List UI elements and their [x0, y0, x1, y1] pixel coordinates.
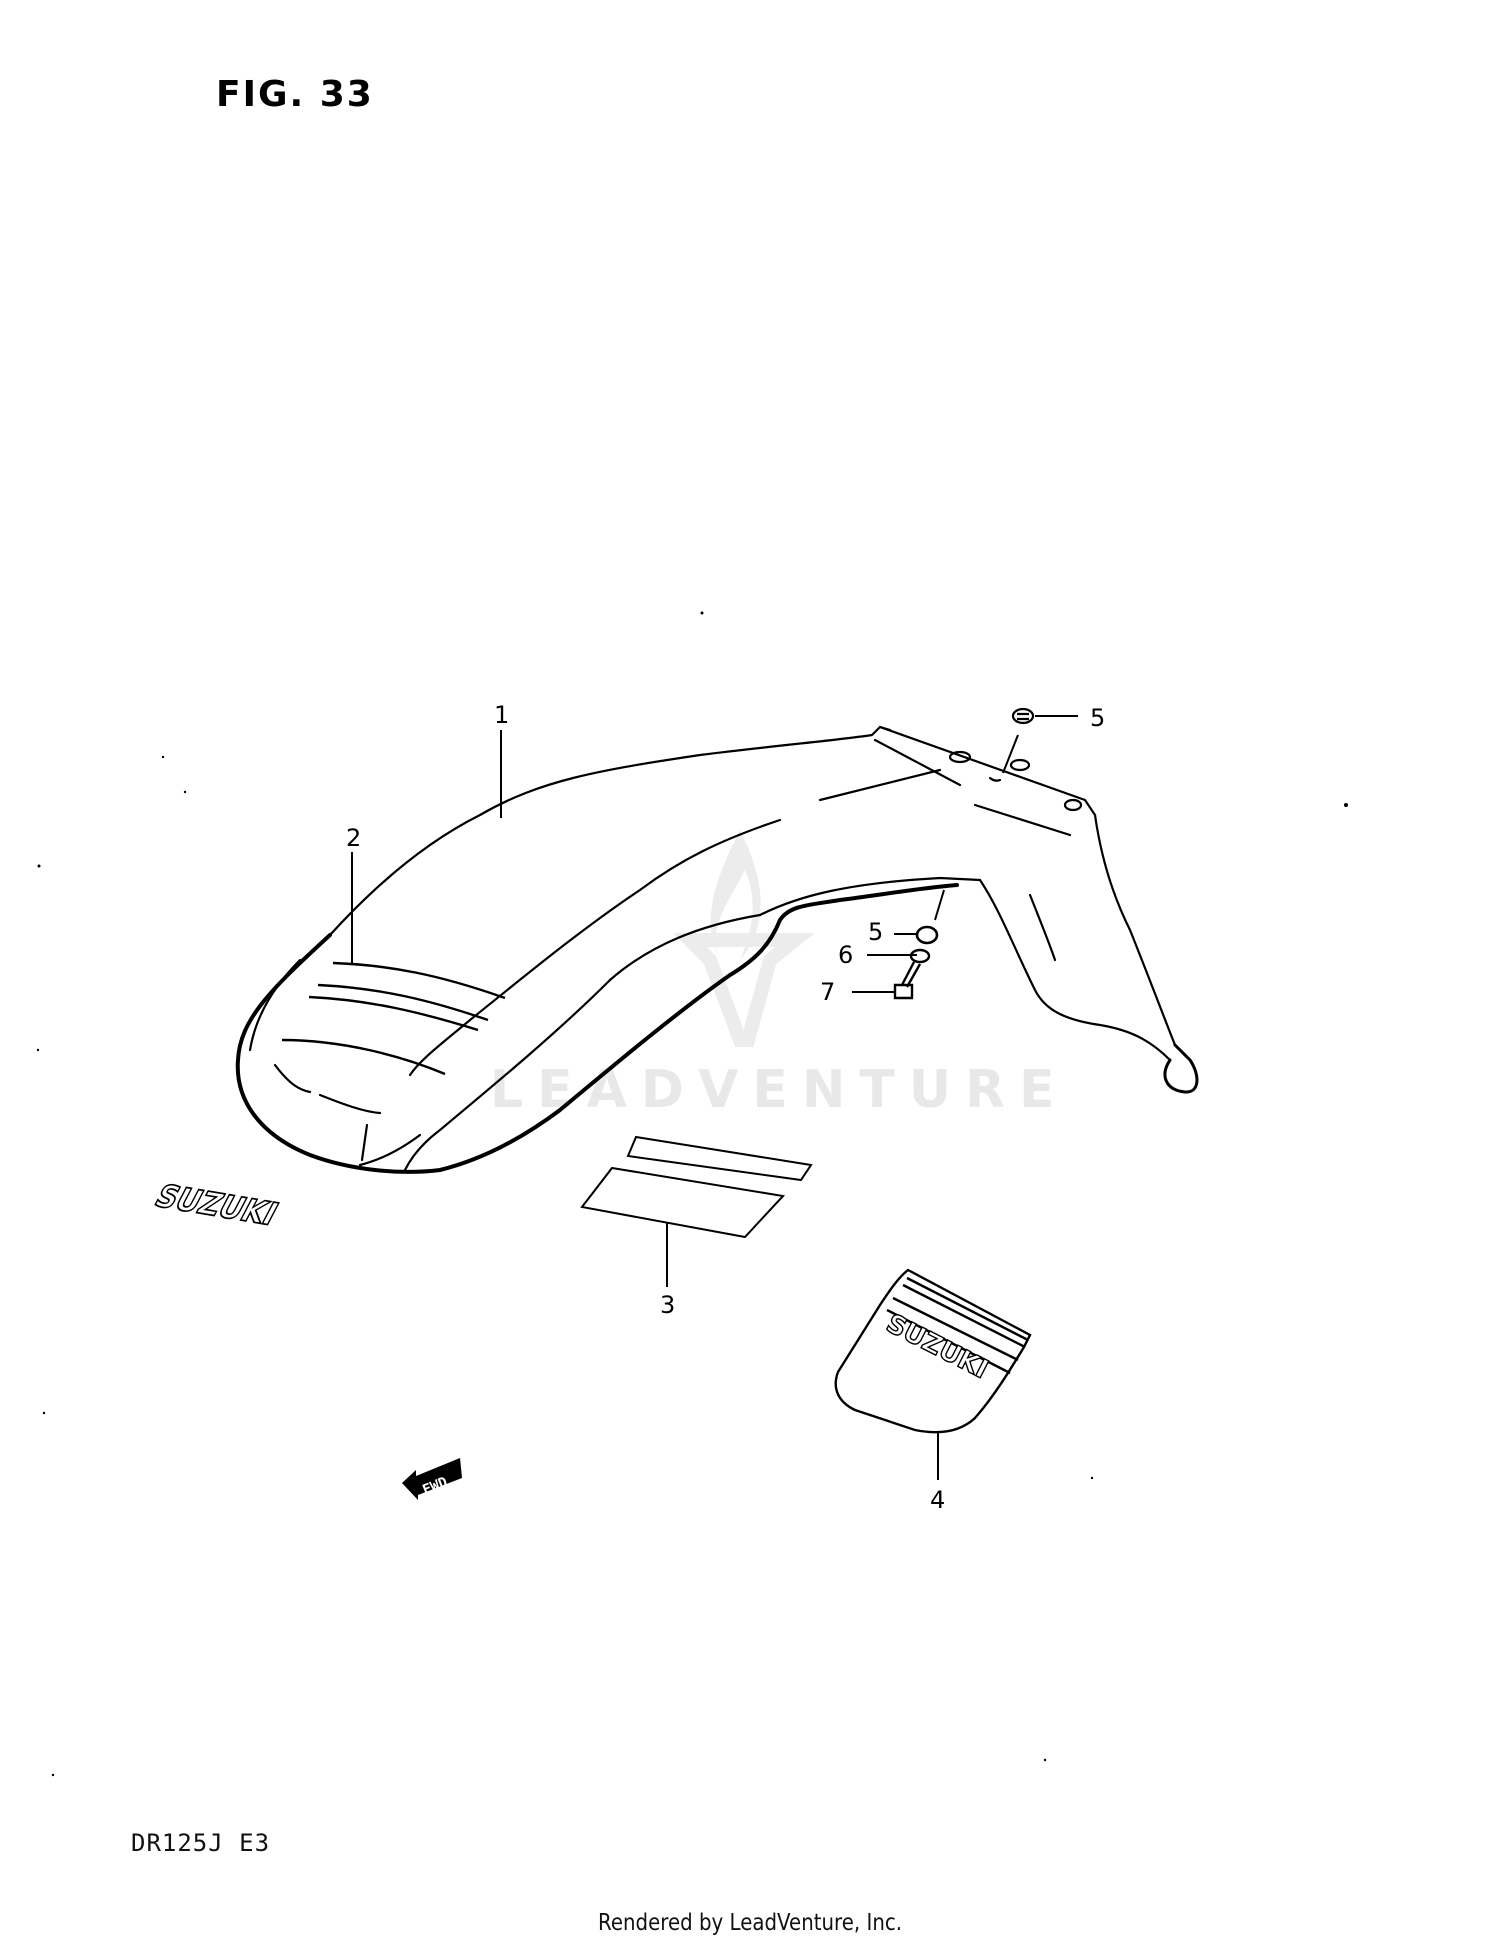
nut-icon [915, 925, 939, 945]
scan-specks [36, 611, 1348, 1777]
callout-3: 3 [660, 1291, 676, 1319]
footer-credit: Rendered by LeadVenture, Inc. [597, 1910, 903, 1936]
callout-1: 1 [494, 701, 510, 729]
callout-5-top: 5 [1090, 704, 1106, 732]
fender-stripe-tape [281, 961, 506, 1076]
washer-icon [909, 948, 931, 964]
callout-2: 2 [346, 824, 362, 852]
callout-4: 4 [930, 1486, 946, 1514]
callout-5: 5 [868, 918, 884, 946]
bolt-icon [893, 961, 922, 1000]
nut-icon [1011, 707, 1035, 725]
mud-flap [834, 1268, 1032, 1434]
front-fender [235, 725, 1199, 1174]
forward-arrow-icon [402, 1458, 462, 1500]
model-code: DR125J E3 [131, 1829, 271, 1857]
watermark-logo-icon [673, 830, 815, 1047]
callout-6: 6 [838, 941, 854, 969]
leader-lines [351, 715, 1078, 1480]
callout-7: 7 [820, 978, 836, 1006]
figure-title: FIG. 33 [216, 74, 374, 115]
suzuki-emblem-decal [580, 1135, 813, 1239]
emblem-decal-text: SUZUKI [148, 1178, 284, 1232]
